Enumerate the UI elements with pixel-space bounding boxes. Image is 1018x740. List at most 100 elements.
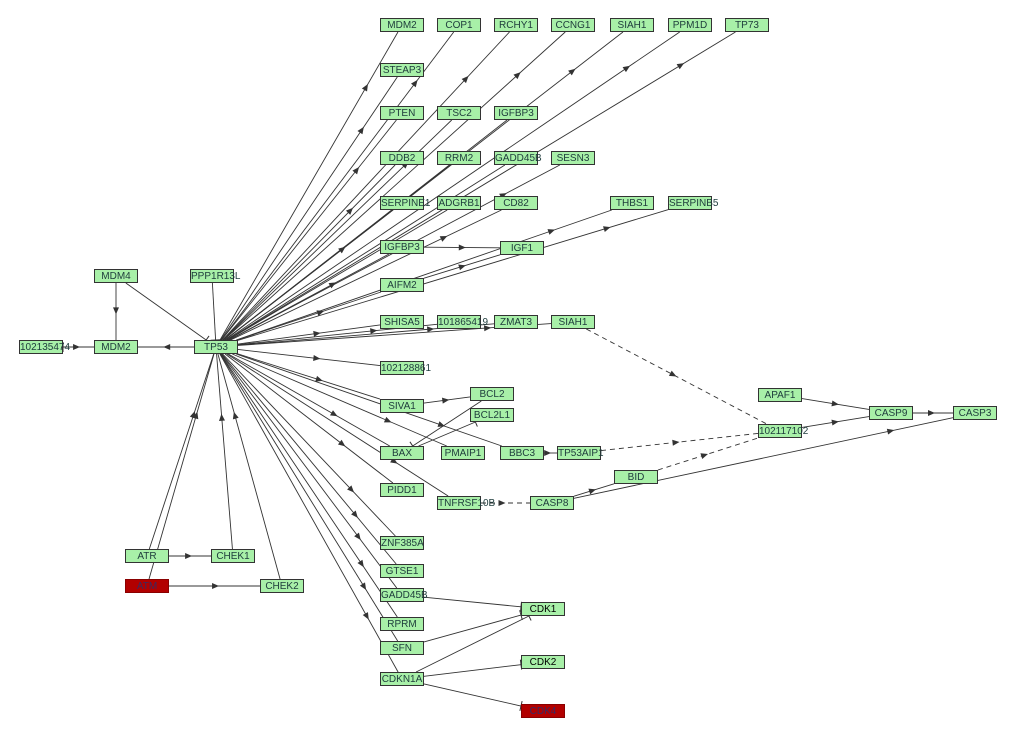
edge-tp53-to-n102128861 bbox=[237, 349, 381, 366]
edge-gadd45b-to-cdk1 bbox=[423, 596, 522, 612]
node-n102128861[interactable]: 102128861 bbox=[380, 361, 432, 375]
edge-tp53-to-pten bbox=[221, 119, 397, 341]
edge-casp9-to-casp3 bbox=[913, 410, 953, 416]
node-tp53aip1[interactable]: TP53AIP1 bbox=[557, 446, 604, 460]
node-siah1[interactable]: SIAH1 bbox=[551, 315, 595, 329]
edge-tp53-to-bax bbox=[228, 353, 390, 447]
node-gtse1[interactable]: GTSE1 bbox=[380, 564, 424, 578]
node-casp3[interactable]: CASP3 bbox=[953, 406, 997, 420]
node-rrm2[interactable]: RRM2 bbox=[437, 151, 481, 165]
edge-cdkn1a-to-cdk1 bbox=[415, 611, 532, 673]
node-sesn3[interactable]: SESN3 bbox=[551, 151, 595, 165]
node-znf385a[interactable]: ZNF385A bbox=[380, 536, 424, 550]
node-gadd45b-top[interactable]: GADD45B bbox=[494, 151, 542, 165]
node-cop1[interactable]: COP1 bbox=[437, 18, 481, 32]
edge-tp53-to-pmaip1 bbox=[232, 353, 447, 447]
node-cdk1[interactable]: CDK1 bbox=[521, 602, 565, 616]
edge-tp53-to-rprm bbox=[220, 353, 398, 618]
edge-tp53-to-gtse1 bbox=[221, 353, 397, 565]
node-serpine1[interactable]: SERPINE1 bbox=[380, 196, 431, 210]
edge-bid-to-n102117102 bbox=[657, 437, 759, 471]
edge-atm-to-tp53 bbox=[148, 353, 215, 580]
node-bcl2l1[interactable]: BCL2L1 bbox=[470, 408, 514, 422]
node-zmat3[interactable]: ZMAT3 bbox=[494, 315, 538, 329]
node-mdm2-top[interactable]: MDM2 bbox=[380, 18, 424, 32]
edge-tp53-to-tp73 bbox=[227, 31, 736, 341]
node-n102135474[interactable]: 102135474 bbox=[19, 340, 71, 354]
node-cdkn1a[interactable]: CDKN1A bbox=[380, 672, 424, 686]
node-igf1[interactable]: IGF1 bbox=[500, 241, 544, 255]
edge-tp53-to-gadd45b-top bbox=[226, 164, 506, 341]
node-bid[interactable]: BID bbox=[614, 470, 658, 484]
node-rprm[interactable]: RPRM bbox=[380, 617, 424, 631]
edge-tp53-to-cd82 bbox=[230, 209, 502, 341]
edge-bbc3-to-tp53aip1 bbox=[544, 450, 557, 456]
node-n102117102[interactable]: 102117102 bbox=[758, 424, 809, 438]
node-thbs1[interactable]: THBS1 bbox=[610, 196, 654, 210]
node-casp9[interactable]: CASP9 bbox=[869, 406, 913, 420]
node-chek2[interactable]: CHEK2 bbox=[260, 579, 304, 593]
edge-casp8-to-bid bbox=[573, 483, 615, 497]
edge-tp53-to-serpine1 bbox=[224, 209, 394, 341]
edge-tp53-to-mdm2-top bbox=[219, 31, 399, 341]
edge-tp53aip1-to-n102117102 bbox=[600, 432, 759, 452]
node-gadd45b[interactable]: GADD45B bbox=[380, 588, 428, 602]
node-siah1-top[interactable]: SIAH1 bbox=[610, 18, 654, 32]
node-apaf1[interactable]: APAF1 bbox=[758, 388, 802, 402]
node-atm[interactable]: ATM bbox=[125, 579, 169, 593]
edge-tp53-to-steap3 bbox=[220, 76, 398, 341]
node-ddb2[interactable]: DDB2 bbox=[380, 151, 424, 165]
node-mdm4[interactable]: MDM4 bbox=[94, 269, 138, 283]
edge-tp53-to-cdkn1a bbox=[219, 353, 399, 673]
edge-chek2-to-tp53 bbox=[217, 353, 281, 580]
node-adgrb1[interactable]: ADGRB1 bbox=[437, 196, 481, 210]
node-steap3[interactable]: STEAP3 bbox=[380, 63, 424, 77]
edge-tp53-to-siva1 bbox=[237, 353, 381, 400]
edge-mdm4-to-tp53 bbox=[125, 282, 210, 345]
node-pidd1[interactable]: PIDD1 bbox=[380, 483, 424, 497]
node-aifm2[interactable]: AIFM2 bbox=[380, 278, 424, 292]
node-cd82[interactable]: CD82 bbox=[494, 196, 538, 210]
node-rchy1[interactable]: RCHY1 bbox=[494, 18, 538, 32]
node-pmaip1[interactable]: PMAIP1 bbox=[441, 446, 485, 460]
edge-tp53-to-bbc3 bbox=[236, 353, 502, 447]
edge-n102135474-to-mdm2 bbox=[63, 344, 94, 350]
node-tp53[interactable]: TP53 bbox=[194, 340, 238, 354]
node-chek1[interactable]: CHEK1 bbox=[211, 549, 255, 563]
node-pten[interactable]: PTEN bbox=[380, 106, 424, 120]
edge-siah1-to-n102117102 bbox=[586, 328, 767, 425]
node-ppp1r13l[interactable]: PPP1R13L bbox=[190, 269, 241, 283]
node-tnfrsf10b[interactable]: TNFRSF10B bbox=[437, 496, 496, 510]
edge-atr-to-chek1 bbox=[169, 553, 211, 559]
edge-siva1-to-bcl2 bbox=[423, 396, 471, 404]
node-cdk2[interactable]: CDK2 bbox=[521, 655, 565, 669]
node-cdk4[interactable]: CDK4 bbox=[521, 704, 565, 718]
edge-tp53-to-sfn bbox=[219, 353, 399, 642]
node-serpinb5[interactable]: SERPINB5 bbox=[668, 196, 719, 210]
node-shisa5[interactable]: SHISA5 bbox=[380, 315, 424, 329]
edge-atr-to-tp53 bbox=[148, 353, 215, 550]
node-bax[interactable]: BAX bbox=[380, 446, 424, 460]
node-sfn[interactable]: SFN bbox=[380, 641, 424, 655]
node-igfbp3-top[interactable]: IGFBP3 bbox=[494, 106, 538, 120]
node-tsc2[interactable]: TSC2 bbox=[437, 106, 481, 120]
node-casp8[interactable]: CASP8 bbox=[530, 496, 574, 510]
node-n101865419[interactable]: 101865419 bbox=[437, 315, 489, 329]
node-bbc3[interactable]: BBC3 bbox=[500, 446, 544, 460]
edge-cdkn1a-to-cdk2 bbox=[423, 659, 523, 677]
node-atr[interactable]: ATR bbox=[125, 549, 169, 563]
edge-ppp1r13l-to-tp53 bbox=[210, 282, 221, 341]
node-igfbp3[interactable]: IGFBP3 bbox=[380, 240, 424, 254]
edge-tp53-to-ppm1d bbox=[226, 31, 680, 341]
node-ppm1d[interactable]: PPM1D bbox=[668, 18, 712, 32]
edge-tp53-to-pidd1 bbox=[224, 353, 394, 484]
node-mdm2[interactable]: MDM2 bbox=[94, 340, 138, 354]
node-bcl2[interactable]: BCL2 bbox=[470, 387, 514, 401]
node-tp73[interactable]: TP73 bbox=[725, 18, 769, 32]
edge-cdkn1a-to-cdk4 bbox=[423, 683, 523, 711]
node-siva1[interactable]: SIVA1 bbox=[380, 399, 424, 413]
edge-casp8-to-casp3 bbox=[573, 417, 954, 499]
node-ccng1[interactable]: CCNG1 bbox=[551, 18, 595, 32]
